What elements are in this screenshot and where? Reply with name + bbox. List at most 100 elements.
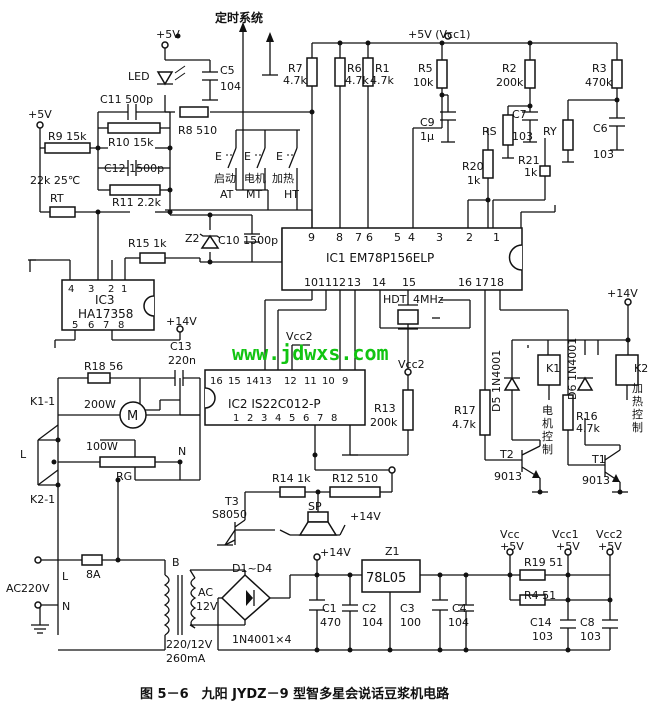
ic1-top-pins: 9 8 7 6 5 4 3 2 1 bbox=[308, 231, 500, 244]
ic1-pin-10: 10 bbox=[304, 276, 318, 289]
ic2-notch bbox=[204, 387, 216, 409]
vcc2-ic2-label: Vcc2 bbox=[286, 330, 313, 343]
rg-label: RG bbox=[116, 470, 132, 483]
ic3-pin-3: 3 bbox=[88, 284, 94, 295]
ic3-pin-4: 4 bbox=[68, 284, 74, 295]
l-label-mains: L bbox=[62, 570, 69, 583]
transformer-current: 260mA bbox=[166, 652, 206, 665]
k2-desc-1: 加 bbox=[632, 382, 643, 395]
c11-label: C11 500p bbox=[100, 93, 153, 106]
t2-name: T2 bbox=[499, 448, 514, 461]
t1-name: T1 bbox=[591, 453, 606, 466]
k1-desc-1: 电 bbox=[542, 404, 553, 417]
switch-at-e: E bbox=[215, 150, 222, 163]
ic1-pin-5: 5 bbox=[394, 231, 401, 244]
l-label-load: L bbox=[20, 448, 27, 461]
d6-diode bbox=[576, 376, 594, 391]
rt-temp-label: 22k 25℃ bbox=[30, 174, 80, 187]
ic3-pin-8: 8 bbox=[118, 320, 124, 331]
ic1-pin-6: 6 bbox=[366, 231, 373, 244]
fuse-8a bbox=[81, 554, 103, 566]
k2-desc-3: 控 bbox=[632, 407, 643, 421]
r16-value: 4.7k bbox=[576, 422, 600, 435]
t3-name: T3 bbox=[224, 495, 239, 508]
figure-caption: 图 5－6 九阳 JYDZ－9 型智多星会说话豆浆机电路 bbox=[140, 686, 450, 702]
r15-resistor bbox=[139, 252, 166, 264]
r1-value: 4.7k bbox=[370, 74, 394, 87]
r4-label: R4 51 bbox=[524, 589, 556, 602]
r10-resistor bbox=[107, 122, 161, 134]
k1-1-contact bbox=[37, 424, 59, 441]
ic1-pin-12: 12 bbox=[332, 276, 346, 289]
r6-resistor bbox=[334, 57, 346, 87]
r10-label: R10 15k bbox=[108, 136, 154, 149]
r20-resistor bbox=[482, 149, 494, 179]
motor-label: M bbox=[127, 409, 138, 424]
rs-label: RS bbox=[482, 125, 497, 138]
c13-value: 220n bbox=[168, 354, 196, 367]
led-vcc-label: +5V bbox=[156, 28, 180, 41]
vcc2-out-label: Vcc2 bbox=[596, 528, 623, 541]
ic2-pin-13: 13 bbox=[259, 376, 272, 387]
c4-name: C4 bbox=[452, 602, 467, 615]
c1-name: C1 bbox=[322, 602, 337, 615]
rg-heater bbox=[99, 456, 156, 468]
ic3-label: IC3 bbox=[95, 293, 115, 307]
r3-name: R3 bbox=[592, 62, 607, 75]
r8-resistor bbox=[179, 106, 209, 118]
c5-value: 104 bbox=[220, 80, 241, 93]
ic1-pin-2: 2 bbox=[466, 231, 473, 244]
ic2-pin-7: 7 bbox=[317, 413, 323, 424]
ic1-pin-7: 7 bbox=[355, 231, 362, 244]
switch-mt-e: E bbox=[244, 150, 251, 163]
ic3-chip bbox=[61, 279, 155, 331]
n-label-load: N bbox=[178, 445, 186, 458]
label-heat: 加热 bbox=[272, 172, 294, 185]
c3-value: 100 bbox=[400, 616, 421, 629]
k1-label: K1 bbox=[546, 362, 560, 375]
ic2-pin-3: 3 bbox=[261, 413, 267, 424]
ic2-pin-1: 1 bbox=[233, 413, 239, 424]
ic1-pin-13: 13 bbox=[347, 276, 361, 289]
d5-diode bbox=[503, 376, 521, 391]
z1-regulator bbox=[361, 559, 421, 593]
sp-14v-label: +14V bbox=[350, 510, 381, 523]
timer-title: 定时系统 bbox=[215, 10, 263, 25]
r1-name: R1 bbox=[375, 62, 390, 75]
switch-ht-e: E bbox=[276, 150, 283, 163]
r3-resistor bbox=[611, 59, 623, 89]
r13-value: 200k bbox=[370, 416, 398, 429]
c8-name: C8 bbox=[580, 616, 595, 629]
vcc1-out-voltage: +5V bbox=[556, 540, 580, 553]
led-diode bbox=[156, 71, 174, 86]
r2-resistor bbox=[524, 59, 536, 89]
k1-1-label: K1-1 bbox=[30, 395, 55, 408]
switch-ht bbox=[287, 147, 298, 169]
led-label: LED bbox=[128, 70, 150, 83]
r6-value: 4.7k bbox=[345, 74, 369, 87]
freq-label: 4MHz bbox=[413, 293, 444, 306]
ic1-chip bbox=[281, 227, 523, 291]
r12-label: R12 510 bbox=[332, 472, 378, 485]
ry-label: RY bbox=[543, 125, 557, 138]
c12-label: C12 1500p bbox=[104, 162, 164, 175]
r21-name: R21 bbox=[518, 154, 540, 167]
r21-resistor bbox=[539, 165, 551, 177]
label-ht: HT bbox=[284, 188, 299, 201]
ic2-chip bbox=[204, 369, 366, 426]
r9-label: R9 15k bbox=[48, 130, 87, 143]
r18-label: R18 56 bbox=[84, 360, 123, 373]
ac12-label-a: AC bbox=[198, 586, 213, 599]
r14-resistor bbox=[279, 486, 306, 498]
c9-name: C9 bbox=[420, 116, 435, 129]
r1-resistor bbox=[362, 57, 374, 87]
r3-value: 470k bbox=[585, 76, 613, 89]
ic1-pin-14: 14 bbox=[372, 276, 386, 289]
k2-1-contact bbox=[37, 469, 59, 486]
c9-value: 1μ bbox=[420, 130, 434, 143]
c7-value: 103 bbox=[512, 130, 533, 143]
psu-14v-label: +14V bbox=[320, 546, 351, 559]
k2-label: K2 bbox=[634, 362, 648, 375]
r11-resistor bbox=[109, 184, 161, 196]
